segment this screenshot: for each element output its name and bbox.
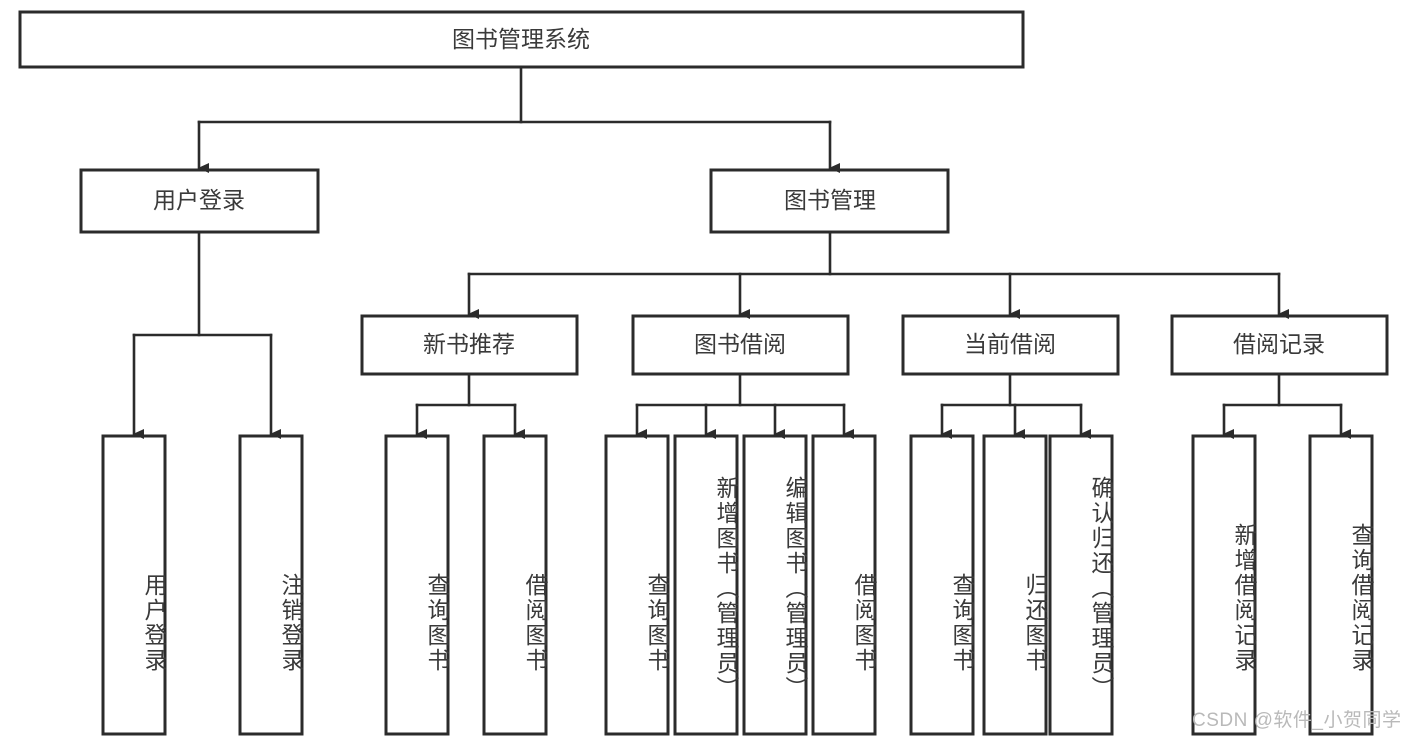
csdn-watermark: CSDN @软件_小贺同学 xyxy=(1192,710,1402,731)
node-box-leaf-user-login[interactable] xyxy=(101,434,167,736)
node-label-new-book-recommend: 新书推荐 xyxy=(423,331,515,357)
node-box-leaf-confirm-return[interactable] xyxy=(1048,434,1114,736)
node-label-borrow-record: 借阅记录 xyxy=(1233,331,1325,357)
connectors xyxy=(132,65,1351,439)
node-boxes xyxy=(18,10,1389,736)
node-box-leaf-query-borrow-record[interactable] xyxy=(1308,434,1374,736)
node-box-leaf-edit-book[interactable] xyxy=(742,434,808,736)
node-label-book-management: 图书管理 xyxy=(784,187,876,213)
node-box-current-borrow[interactable] xyxy=(901,314,1120,376)
node-box-leaf-return-book[interactable] xyxy=(982,434,1048,736)
node-label-current-borrow: 当前借阅 xyxy=(964,331,1056,357)
node-box-leaf-query-book-current[interactable] xyxy=(909,434,975,736)
node-box-leaf-add-book[interactable] xyxy=(673,434,739,736)
node-box-leaf-borrow-book[interactable] xyxy=(811,434,877,736)
node-box-new-book-recommend[interactable] xyxy=(360,314,579,376)
node-box-leaf-query-book-recommend[interactable] xyxy=(384,434,450,736)
node-box-leaf-logout[interactable] xyxy=(238,434,304,736)
node-label-user-login: 用户登录 xyxy=(153,187,245,213)
node-box-leaf-borrow-book-recommend[interactable] xyxy=(482,434,548,736)
node-box-leaf-query-book-borrow[interactable] xyxy=(604,434,670,736)
node-box-user-login[interactable] xyxy=(79,168,320,234)
node-box-root[interactable] xyxy=(18,10,1025,69)
node-label-root: 图书管理系统 xyxy=(452,26,590,52)
node-label-book-borrow: 图书借阅 xyxy=(694,331,786,357)
horizontal-node-labels: 图书管理系统 用户登录 图书管理 新书推荐 图书借阅 当前借阅 借阅记录 xyxy=(153,26,1325,357)
node-box-leaf-add-borrow-record[interactable] xyxy=(1191,434,1257,736)
